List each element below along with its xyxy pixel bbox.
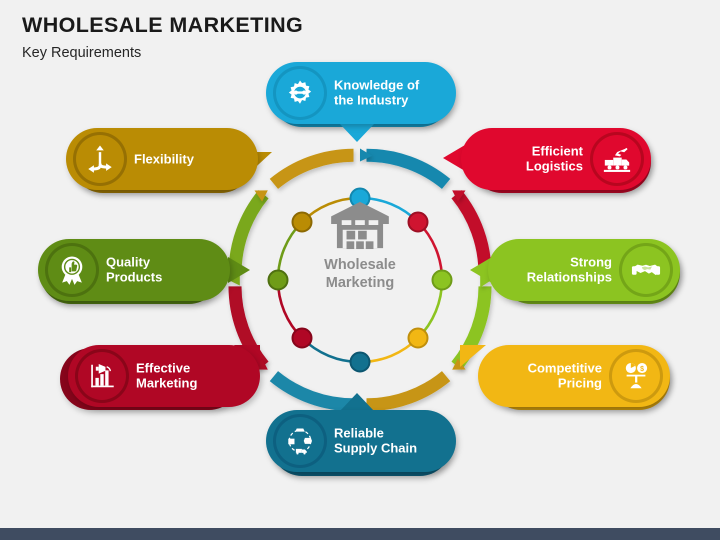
tip-logistics	[452, 190, 466, 202]
callout-tail	[228, 257, 250, 283]
callout-label: Strong Relationships	[500, 255, 612, 286]
callout-label-line2: Pricing	[557, 376, 602, 391]
callout-label-line2: the Industry	[334, 93, 409, 108]
callout-tail	[340, 124, 374, 142]
callout-label-line2: Products	[106, 270, 163, 285]
callout-label: Reliable Supply Chain	[334, 426, 444, 457]
outer-arc-pricing	[366, 371, 451, 412]
node-left	[267, 269, 289, 291]
callout-label-line2: Marketing	[136, 376, 198, 391]
page-subtitle: Key Requirements	[22, 44, 142, 61]
svg-text:$: $	[640, 366, 644, 373]
badge-flexible-arrows	[73, 132, 127, 186]
badge-gear	[273, 66, 327, 120]
node-bottom-right	[407, 327, 429, 349]
callout-label: Competitive Pricing	[490, 361, 602, 392]
inner-ring-nodes	[267, 187, 453, 373]
footer-bar	[0, 528, 720, 540]
badge-price-scale: $	[609, 349, 663, 403]
callout-label-line1: Knowledge of	[334, 77, 420, 93]
logistics-icon	[603, 147, 631, 172]
outer-arc-flexibility	[269, 148, 354, 189]
node-right	[431, 269, 453, 291]
badge-award-ribbon	[45, 243, 99, 297]
callout-tail	[460, 345, 486, 367]
badge-logistics	[590, 132, 644, 186]
outer-arc-knowledge	[366, 148, 451, 189]
header: WHOLESALE MARKETING Key Requirements	[22, 13, 622, 62]
circular-diagram: Wholesale Marketing	[38, 62, 680, 476]
award-ribbon-icon	[61, 256, 83, 285]
callout-label-line2: Supply Chain	[334, 441, 418, 456]
callout-label-line1: Flexibility	[134, 151, 194, 167]
callout-label-line2: Relationships	[526, 270, 612, 285]
callout-label-line1: Strong	[570, 254, 612, 270]
badge-handshake	[619, 243, 673, 297]
page-title: WHOLESALE MARKETING	[22, 13, 304, 37]
callout-label-line1: Reliable	[334, 425, 384, 441]
node-bottom-left	[291, 327, 313, 349]
tip-flexibility	[254, 190, 268, 202]
callout-label: Flexibility	[134, 151, 246, 166]
node-bottom	[349, 351, 371, 373]
node-top	[349, 187, 371, 209]
badge-marketing-chart	[75, 349, 129, 403]
marketing-chart-icon	[91, 364, 114, 388]
callout-label-line1: Quality	[106, 254, 151, 270]
callout-label: Quality Products	[106, 255, 218, 286]
callout-tail	[443, 145, 465, 171]
callout-label: Knowledge of the Industry	[334, 78, 444, 109]
flexible-arrows-icon	[88, 145, 112, 173]
callout-label-line1: Efficient	[531, 143, 583, 159]
tip-knowledge	[360, 148, 372, 162]
supply-chain-icon	[288, 428, 312, 455]
callout-label: Efficient Logistics	[473, 144, 583, 175]
callout-label-line1: Effective	[136, 360, 191, 376]
node-top-right	[407, 211, 429, 233]
callout-label: Effective Marketing	[136, 361, 248, 392]
handshake-icon	[631, 264, 661, 276]
price-scale-icon: $	[625, 362, 648, 389]
badge-supply-chain	[273, 414, 327, 468]
callout-label-line1: Competitive	[527, 360, 602, 376]
gear-icon	[288, 80, 312, 104]
node-top-left	[291, 211, 313, 233]
callout-label-line2: Logistics	[525, 159, 583, 174]
callout-tail	[340, 393, 374, 411]
callout-tail	[470, 257, 492, 283]
